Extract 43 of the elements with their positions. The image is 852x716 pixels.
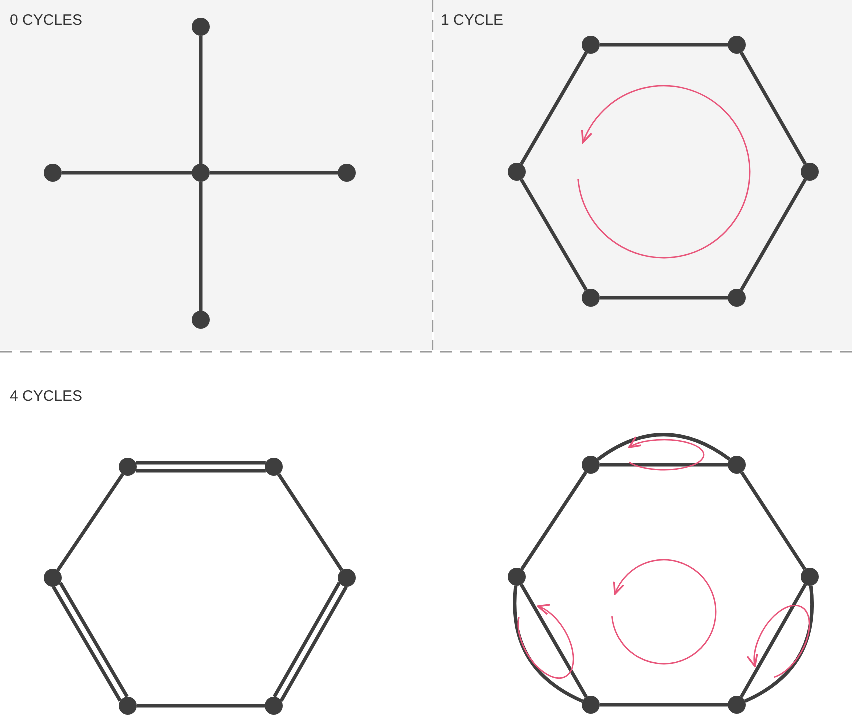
graph-edge bbox=[62, 171, 192, 175]
graph-vertex bbox=[119, 458, 137, 476]
graph-edge bbox=[600, 43, 728, 47]
graph-edge bbox=[600, 463, 728, 467]
graph-edge bbox=[740, 472, 807, 570]
graph-edge bbox=[199, 36, 203, 164]
graph-vertex bbox=[338, 569, 356, 587]
graph-edge bbox=[740, 52, 808, 166]
graph-edge bbox=[56, 473, 124, 572]
graph-edge bbox=[210, 171, 338, 175]
graph-edge bbox=[600, 296, 728, 300]
graph-edge bbox=[597, 433, 731, 462]
graph-edge bbox=[273, 582, 342, 698]
panel-label: 4 CYCLES bbox=[10, 388, 83, 406]
graph-vertex bbox=[801, 568, 819, 586]
graph-vertex bbox=[44, 569, 62, 587]
graph-edge bbox=[600, 703, 728, 707]
graph-edge bbox=[59, 582, 129, 698]
graph-edge bbox=[136, 469, 266, 473]
panel-label: 1 CYCLE bbox=[441, 12, 504, 30]
panel-label: 0 CYCLES bbox=[10, 12, 83, 30]
graph-vertex bbox=[119, 697, 137, 715]
graph-edge bbox=[137, 704, 265, 708]
graph-edge bbox=[740, 584, 808, 698]
graph-edge bbox=[744, 586, 814, 703]
graph-vertex bbox=[265, 697, 283, 715]
graph-vertex bbox=[728, 696, 746, 714]
graph-edge bbox=[520, 472, 588, 570]
graph-vertex bbox=[508, 568, 526, 586]
graph-vertex bbox=[265, 458, 283, 476]
graph-edge bbox=[740, 178, 807, 292]
graph-vertex bbox=[582, 456, 600, 474]
graph-edge bbox=[52, 586, 122, 702]
graph-edge bbox=[520, 52, 588, 166]
graph-edge bbox=[280, 586, 348, 702]
graph-edge bbox=[520, 178, 588, 292]
graph-edge bbox=[513, 586, 584, 704]
graph-vertex bbox=[582, 696, 600, 714]
graph-edge bbox=[520, 584, 588, 698]
graph-vertex bbox=[728, 456, 746, 474]
graph-edge bbox=[136, 461, 266, 465]
graph-edge bbox=[277, 474, 344, 572]
graph-edge bbox=[199, 182, 203, 311]
